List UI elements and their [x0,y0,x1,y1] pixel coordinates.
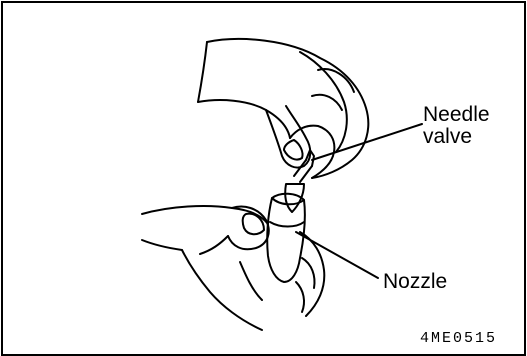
needle-valve-label-line2: valve [423,126,490,148]
upper-hand-wrist [198,42,207,102]
lower-hand-crease [240,262,262,300]
nozzle-body [267,198,305,282]
upper-finger-2 [312,95,342,110]
nozzle-label: Nozzle [383,271,447,293]
needle-valve-label-line1: Needle [423,104,490,126]
nozzle-ridge [270,222,304,227]
lower-finger-3 [296,282,304,312]
upper-hand-palm [198,100,290,138]
upper-finger-3 [318,69,354,92]
lower-hand-wrist [142,240,182,250]
lower-hand-palm [182,250,262,330]
lower-hand-detail [200,236,228,254]
figure-code: 4ME0515 [420,330,497,347]
upper-thumb-nail [284,140,303,160]
nozzle-leader [296,232,378,278]
lower-finger-2 [302,258,315,288]
nozzle-top [272,194,304,205]
needle-valve-label: Needle valve [423,104,490,148]
needle-valve-stem [294,160,312,182]
lower-hand-outline [142,206,268,224]
upper-hand-knuckles [300,52,347,152]
